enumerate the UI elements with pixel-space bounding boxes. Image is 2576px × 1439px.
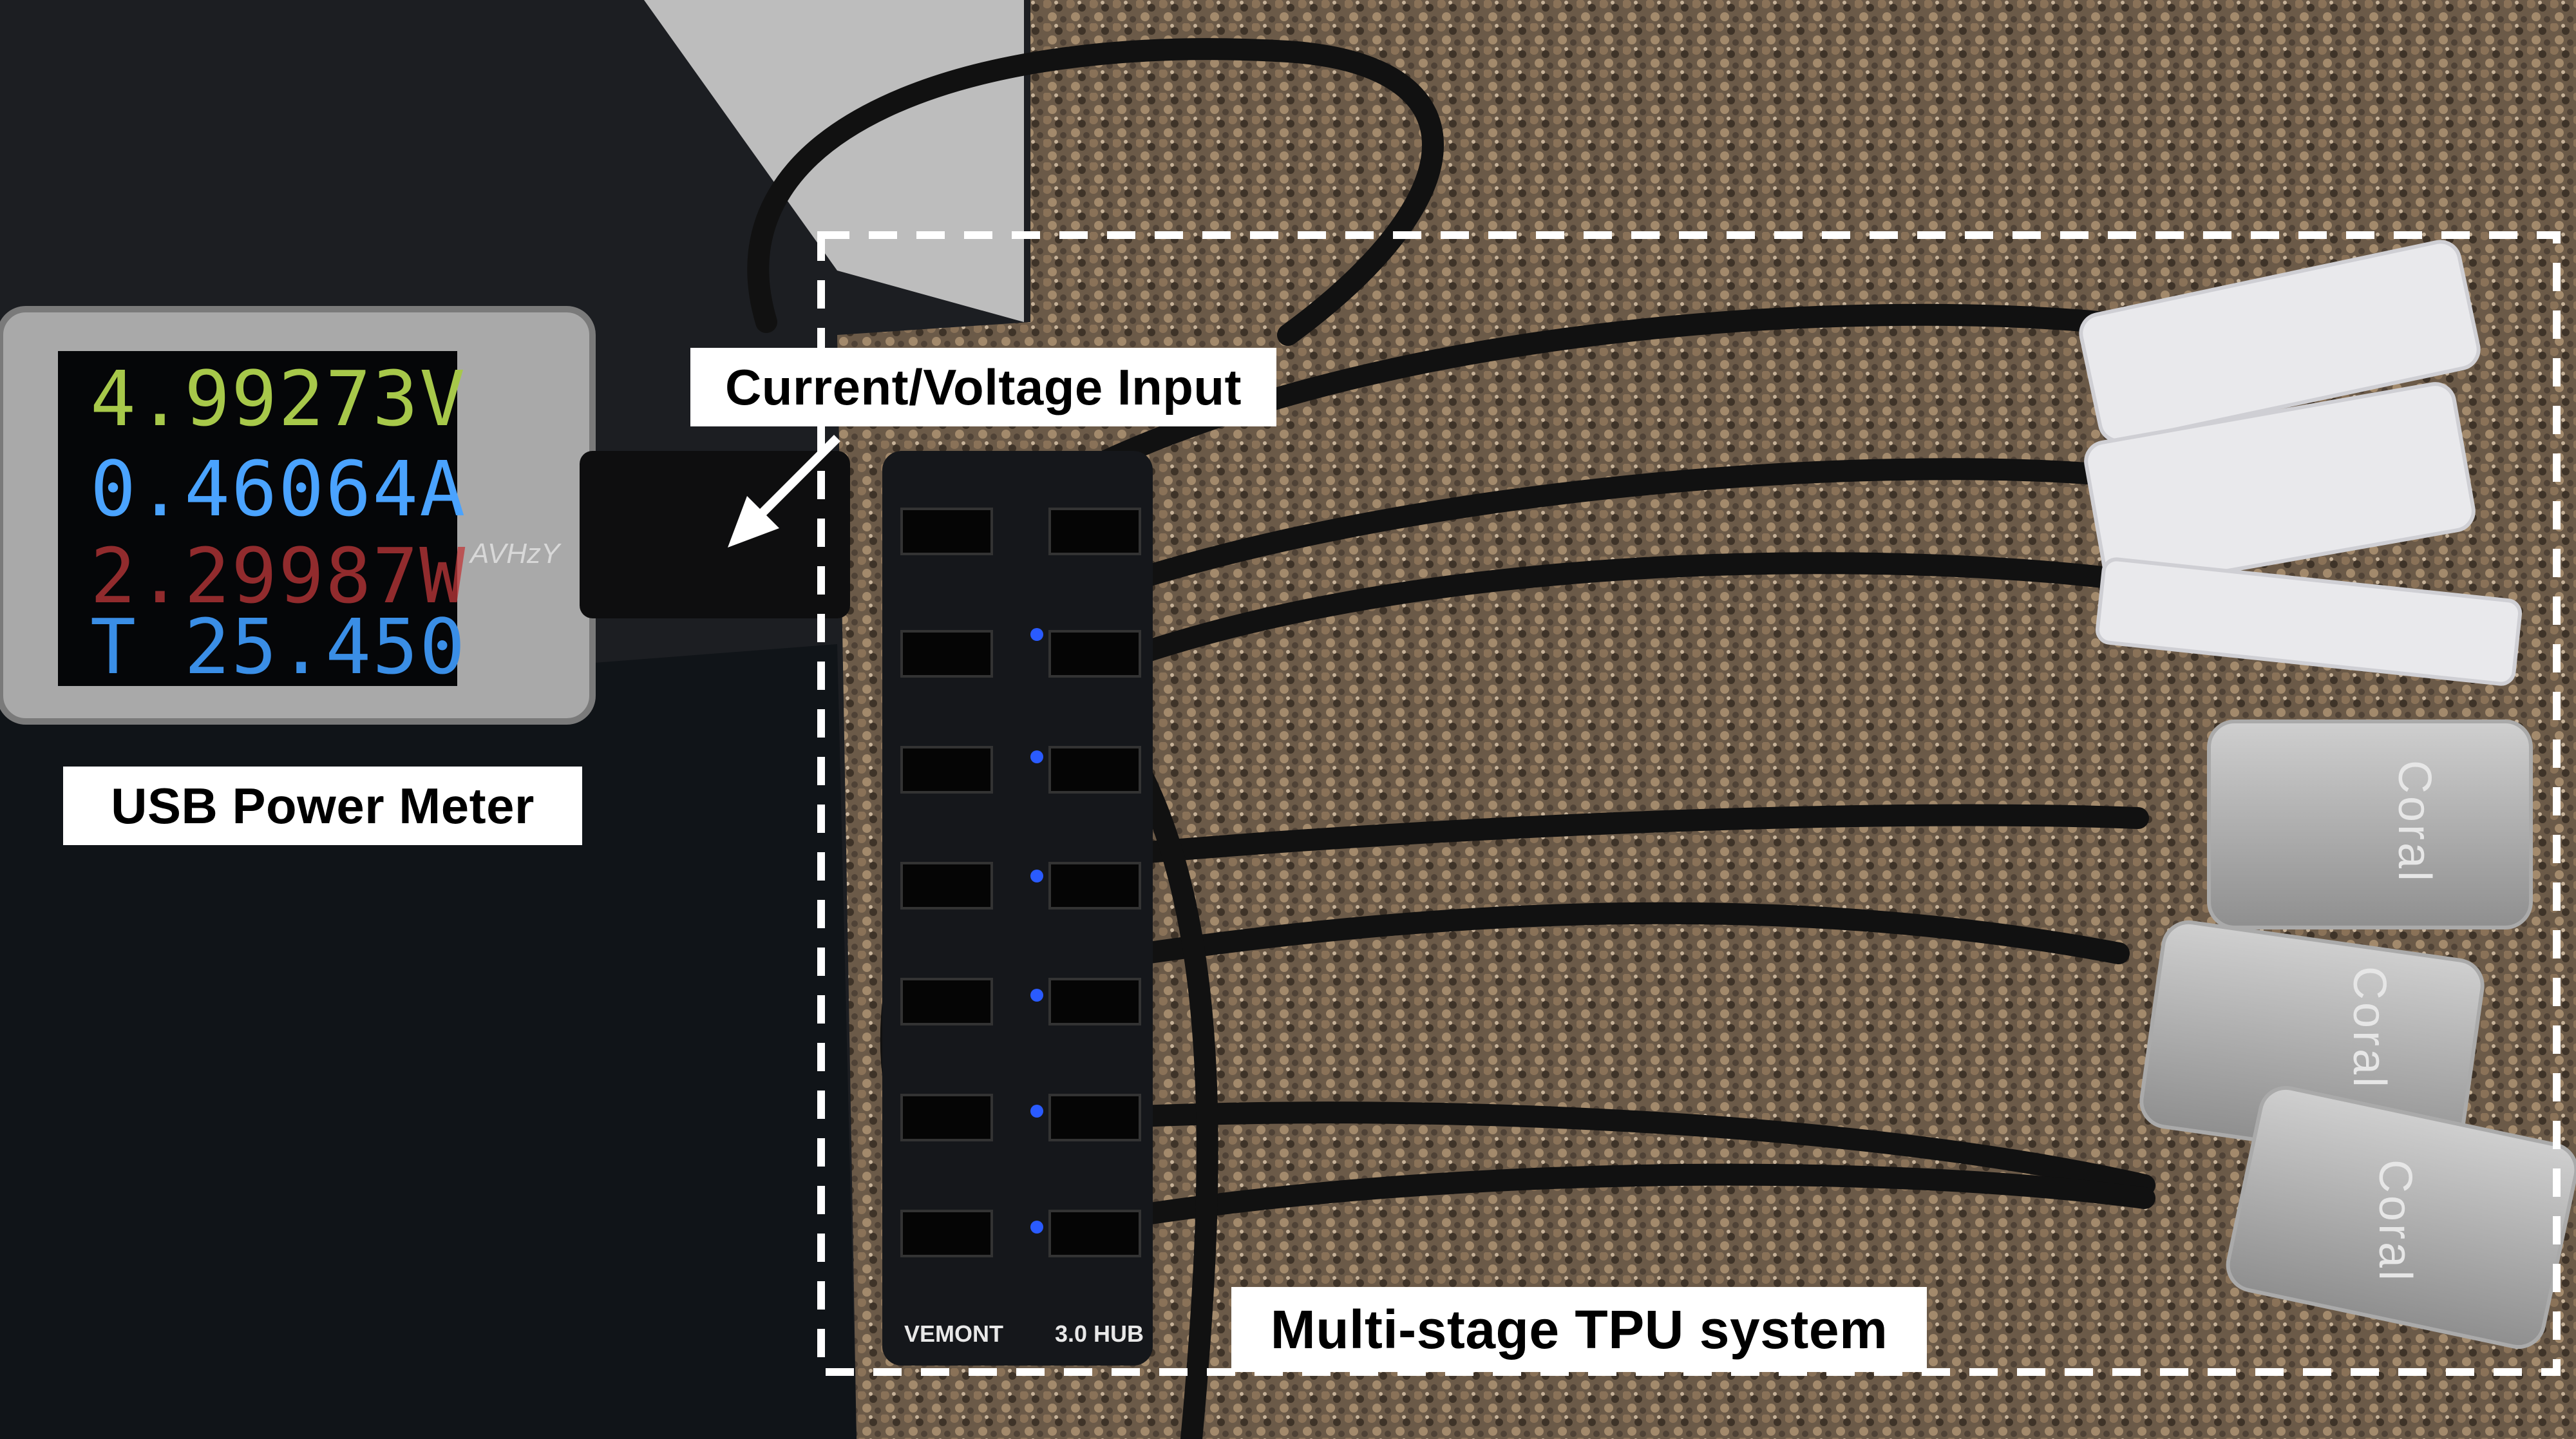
hub-ports <box>900 508 1141 1257</box>
meter-temperature-readout: T 25.450 <box>90 602 467 691</box>
meter-brand: AVHzY <box>470 538 560 569</box>
power-meter-plug <box>580 451 850 618</box>
laptop-panel <box>0 644 857 1439</box>
coral-device-label: Coral <box>2369 1159 2421 1284</box>
meter-power-readout: 2.29987W <box>90 531 467 620</box>
tpu-system-outline <box>817 231 2561 1376</box>
meter-voltage-readout: 4.99273V <box>90 354 467 443</box>
coral-device-label: Coral <box>2389 760 2440 884</box>
power-meter-screen <box>58 351 457 686</box>
usb-power-meter-label: USB Power Meter <box>63 767 582 845</box>
hub-leds <box>1030 628 1043 1234</box>
hub-model-label: 3.0 HUB <box>1055 1320 1144 1347</box>
coral-device-label: Coral <box>2344 966 2395 1091</box>
input-arrow <box>728 435 840 548</box>
current-voltage-input-label: Current/Voltage Input <box>690 348 1276 426</box>
multi-stage-tpu-label: Multi-stage TPU system <box>1231 1287 1927 1372</box>
meter-current-readout: 0.46064A <box>90 444 467 533</box>
coral-tpu-devices <box>2139 720 2576 1349</box>
hub-brand-label: VEMONT <box>904 1320 1004 1347</box>
tpu-sticks <box>2079 240 2523 686</box>
